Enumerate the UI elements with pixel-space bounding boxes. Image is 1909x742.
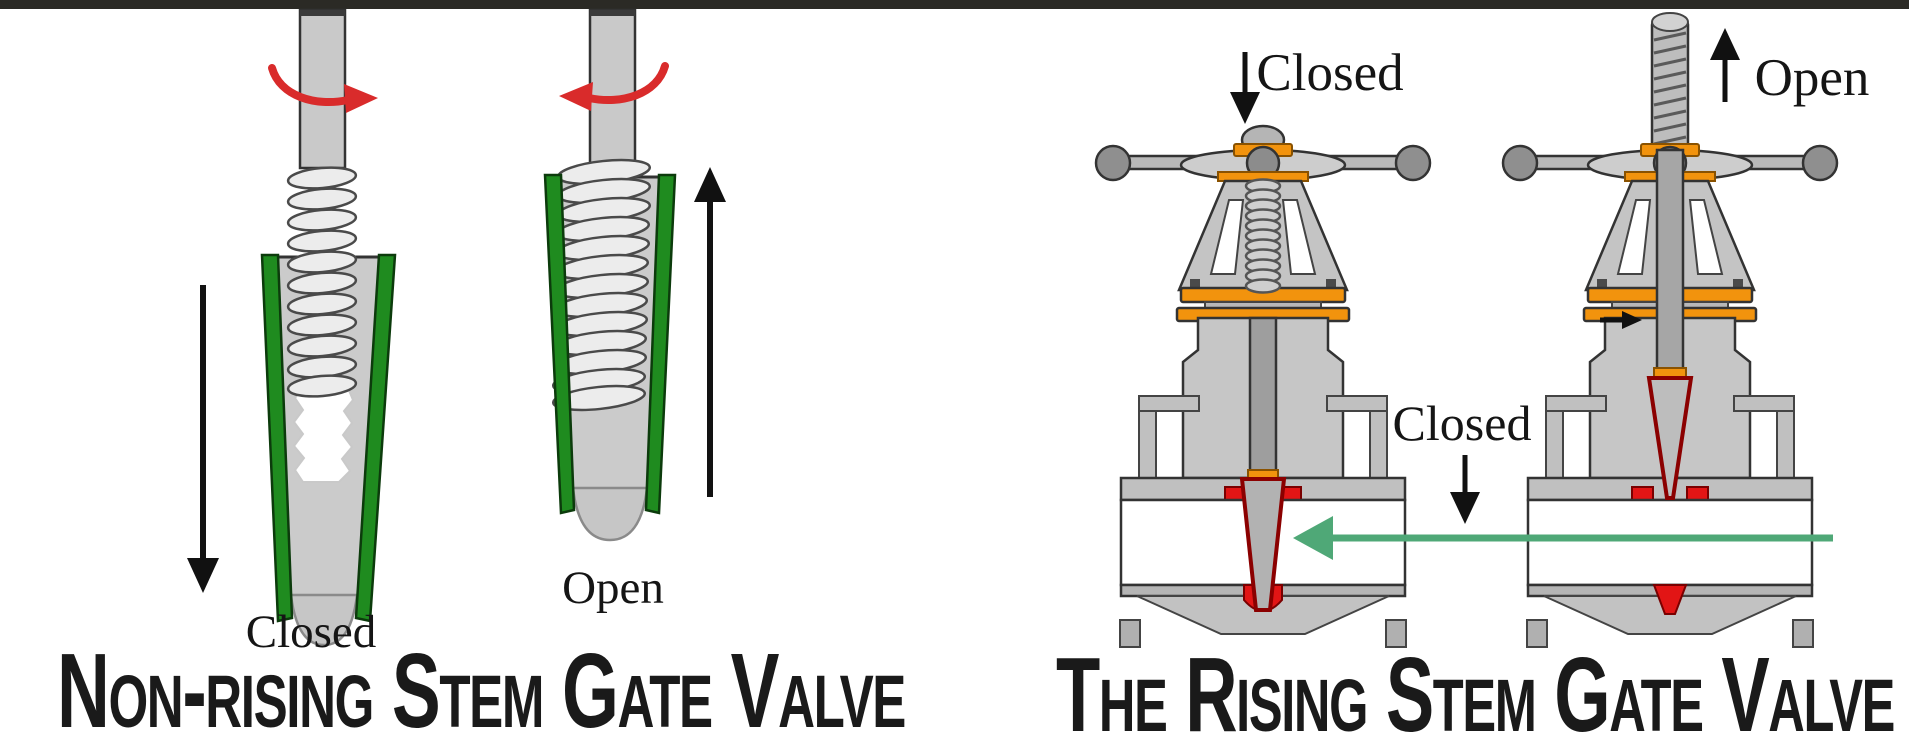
flow-direction-arrow-icon xyxy=(1293,516,1833,560)
rising-stem-open-valve-figure xyxy=(1501,12,1839,649)
risen-threaded-stem xyxy=(1650,12,1690,154)
internal-thread-region xyxy=(292,387,355,483)
wedge-gate xyxy=(1239,477,1287,612)
valve-stem xyxy=(1248,316,1278,478)
rising-stem-closed-valve-figure xyxy=(1094,124,1432,649)
nonrising-title: Non-rising Stem Gate Valve xyxy=(57,632,905,742)
up-arrow-icon xyxy=(694,167,726,497)
closed-top-annotation: Closed xyxy=(1230,44,1404,124)
counterclockwise-rotation-arrow-icon xyxy=(559,62,669,111)
open-top-annotation: Open xyxy=(1710,28,1869,107)
stem-spring xyxy=(1244,178,1282,294)
down-arrow-icon xyxy=(187,285,219,593)
valve-stem xyxy=(1655,148,1685,374)
rising-title: The Rising Stem Gate Valve xyxy=(1056,636,1894,742)
nonrising-stem-open-figure: Open xyxy=(543,8,726,614)
closed-middle-label: Closed xyxy=(1393,395,1532,451)
nonrising-stem-closed-figure: Closed xyxy=(187,8,397,658)
closed-top-label: Closed xyxy=(1256,44,1403,102)
open-state-label: Open xyxy=(562,562,664,614)
wedge-gate-raised xyxy=(1646,376,1694,500)
open-top-label: Open xyxy=(1755,49,1870,107)
packing-pointer-arrow-icon xyxy=(1600,311,1642,329)
closed-middle-annotation: Closed xyxy=(1393,395,1532,524)
clockwise-rotation-arrow-icon xyxy=(268,64,378,113)
closed-state-label: Closed xyxy=(246,606,377,658)
sleeve-wall-left xyxy=(260,253,294,623)
sleeve-wall-right xyxy=(644,173,677,515)
stem-threads xyxy=(286,163,358,401)
sleeve-wall-right xyxy=(354,253,397,623)
top-border-bar xyxy=(0,0,1909,9)
sleeve-wall-left xyxy=(543,173,576,515)
empty-seat-pocket xyxy=(1652,584,1688,615)
